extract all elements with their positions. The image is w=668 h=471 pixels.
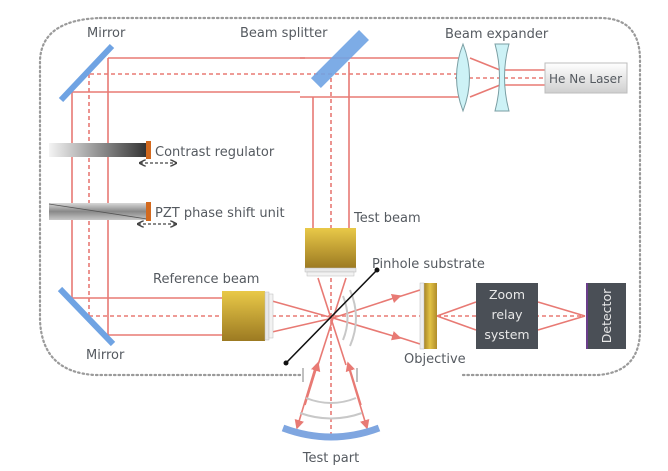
zoom-label-line3: system <box>484 327 529 342</box>
label-beam-expander: Beam expander <box>445 27 549 42</box>
detector-label: Detector <box>599 288 614 343</box>
pzt-diagonal <box>48 203 148 220</box>
label-mirror-bottom: Mirror <box>86 348 125 363</box>
pzt-cap <box>146 202 151 221</box>
reference-objective-lens-2 <box>268 293 274 339</box>
reference-objective <box>222 291 265 341</box>
lens-concave <box>494 43 510 112</box>
label-test-beam: Test beam <box>353 211 421 226</box>
contrast-regulator-cap <box>146 141 151 159</box>
pinhole-substrate <box>285 269 378 364</box>
zoom-label-line2: relay <box>491 307 523 322</box>
pinhole-substrate-end-1 <box>283 360 289 366</box>
label-test-part: Test part <box>302 451 359 466</box>
detector <box>586 283 626 349</box>
reference-objective-lens-1 <box>264 291 270 341</box>
label-contrast-regulator: Contrast regulator <box>155 145 275 160</box>
test-objective <box>305 228 356 268</box>
imaging-objective-glass <box>419 282 425 350</box>
mirror-bottom <box>57 286 116 347</box>
contrast-regulator <box>49 143 147 157</box>
he-ne-laser <box>544 62 628 94</box>
label-objective: Objective <box>404 352 466 367</box>
label-reference-beam: Reference beam <box>153 272 259 287</box>
label-pzt: PZT phase shift unit <box>155 206 285 221</box>
zoom-relay-system <box>476 283 538 349</box>
beam-splitter <box>310 30 369 89</box>
mirror-top <box>58 43 115 103</box>
label-mirror-top: Mirror <box>87 26 126 41</box>
test-part <box>281 424 381 441</box>
zoom-label-line1: Zoom <box>489 287 525 302</box>
label-beam-splitter: Beam splitter <box>240 26 328 41</box>
label-pinhole-substrate: Pinhole substrate <box>372 257 485 272</box>
detector-edge <box>586 283 588 349</box>
pinhole-substrate-end-2 <box>374 267 380 273</box>
label-laser: He Ne Laser <box>549 72 622 86</box>
test-objective-lens-2 <box>306 271 355 277</box>
enclosure-border <box>38 16 642 377</box>
beam-paths <box>71 57 586 440</box>
lens-convex <box>456 42 470 113</box>
test-objective-lens-1 <box>304 267 357 273</box>
imaging-objective <box>423 283 437 349</box>
